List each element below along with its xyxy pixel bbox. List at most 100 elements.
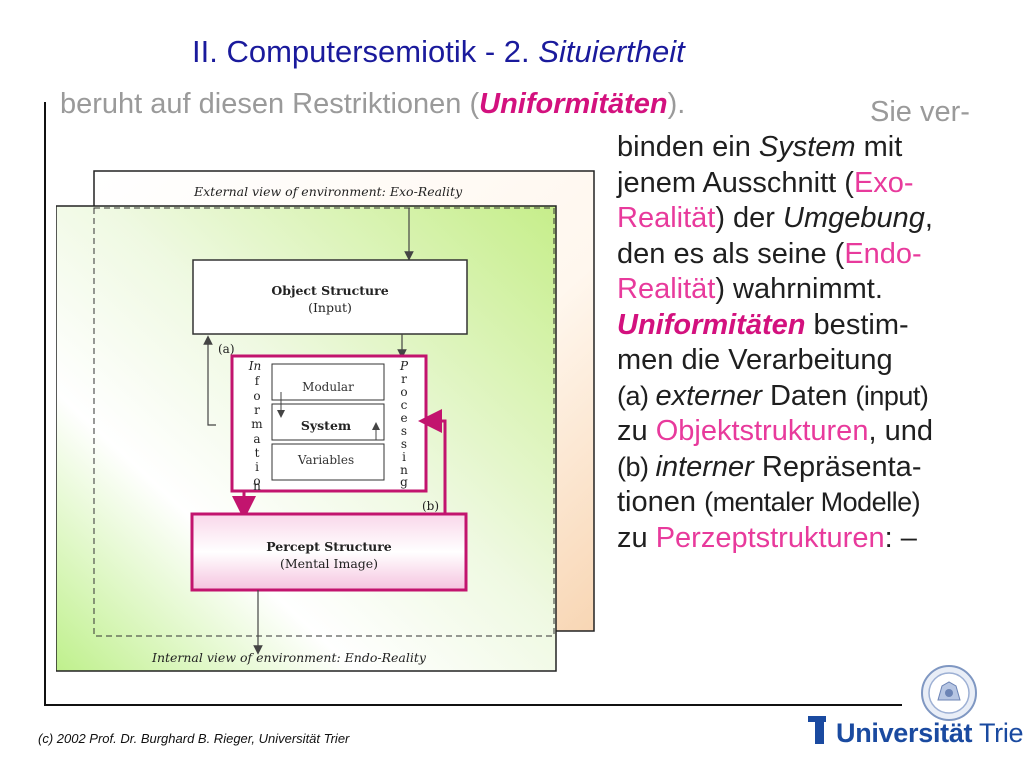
text: Objektstrukturen <box>655 415 869 447</box>
text: Umgebung <box>783 202 925 234</box>
frame-left-rule <box>44 102 46 706</box>
university-logo-icon <box>808 716 826 744</box>
text: (mentaler Modelle) <box>704 487 921 517</box>
para-line-1: binden ein System mit <box>617 130 1022 166</box>
title-italic: Situiertheit <box>538 34 685 69</box>
text: tionen <box>617 486 705 518</box>
text: Endo- <box>844 237 922 270</box>
info-letter: a <box>253 432 260 446</box>
text: jenem Ausschnitt ( <box>617 166 854 199</box>
para-line-5: Realität) wahrnimmt. <box>617 272 1022 308</box>
text: System <box>758 131 856 163</box>
para-line-8: (a) externer Daten (input) <box>617 379 1022 415</box>
body-paragraph: binden ein System mit jenem Ausschnitt (… <box>617 130 1022 556</box>
para-line-11: tionen (mentaler Modelle) <box>617 485 1022 521</box>
info-letter: o <box>253 474 260 488</box>
text: Repräsenta- <box>753 450 922 483</box>
text: (a) <box>617 380 656 411</box>
label-b: (b) <box>422 499 439 513</box>
text: (b) <box>617 451 656 482</box>
text: Realität <box>617 273 716 305</box>
info-letter: n <box>253 479 261 493</box>
info-letter: m <box>251 417 263 431</box>
university-seal-icon <box>921 665 977 721</box>
system-box <box>271 403 385 441</box>
slide-title: II. Computersemiotik - 2. Situiertheit <box>192 34 685 70</box>
intro-highlight: Uniformitäten <box>479 88 668 120</box>
para-line-4: den es als seine (Endo- <box>617 237 1022 273</box>
text: (input) <box>855 380 929 411</box>
info-letter: t <box>255 446 260 460</box>
text: mit <box>855 131 903 163</box>
para-line-9: zu Objektstrukturen, und <box>617 414 1022 450</box>
footer-copyright: (c) 2002 Prof. Dr. Burghard B. Rieger, U… <box>38 731 350 746</box>
label-a: (a) <box>218 342 235 356</box>
proc-letter: r <box>401 372 407 386</box>
situiertheit-diagram: External view of environment: Exo-Realit… <box>56 170 595 672</box>
para-line-7: men die Verarbeitung <box>617 344 893 376</box>
modular-box <box>271 363 385 401</box>
text: Realität <box>617 202 716 234</box>
frame-bottom-rule <box>44 704 902 706</box>
object-structure-title: Object Structure <box>271 283 388 298</box>
dashed-boundary <box>93 207 555 637</box>
intro-line: beruht auf diesen Restriktionen (Uniform… <box>60 88 970 128</box>
proc-letter: g <box>400 475 408 489</box>
proc-letter: i <box>402 450 406 464</box>
variables-label: Variables <box>297 453 354 467</box>
object-structure-box <box>192 259 468 335</box>
university-wordmark: Universität Trier <box>836 718 1024 749</box>
text: ) der <box>715 202 784 234</box>
text: binden ein <box>617 131 759 163</box>
info-letter: i <box>255 460 259 474</box>
percept-structure-sub: (Mental Image) <box>280 556 378 571</box>
text: Daten <box>761 379 856 412</box>
text: : – <box>884 521 917 554</box>
info-letter: f <box>255 374 261 388</box>
trier-word: Trier <box>978 718 1024 748</box>
proc-letter: n <box>400 463 408 477</box>
para-line-10: (b) interner Repräsenta- <box>617 450 1022 486</box>
info-letter: In <box>248 359 261 373</box>
para-line-3: Realität) der Umgebung, <box>617 201 1022 237</box>
proc-letter: P <box>399 359 409 373</box>
endo-label: Internal view of environment: Endo-Reali… <box>151 650 427 665</box>
processing-letters: P r o c e s s i n g <box>399 359 409 489</box>
text: zu <box>617 521 656 554</box>
proc-letter: o <box>400 385 407 399</box>
text: Exo- <box>853 166 914 199</box>
text: , und <box>868 415 933 447</box>
information-letters: In f o r m a t i o n <box>248 359 264 493</box>
university-word: Universität <box>836 718 973 748</box>
text: Uniformitäten <box>617 308 806 341</box>
proc-letter: s <box>401 424 407 438</box>
text: externer <box>655 379 762 412</box>
system-label: System <box>301 418 351 433</box>
proc-letter: s <box>401 437 407 451</box>
text: , <box>924 202 933 234</box>
percept-structure-title: Percept Structure <box>266 539 392 554</box>
para-line-6: Uniformitäten bestim- <box>617 308 1022 344</box>
para-line-2: jenem Ausschnitt (Exo- <box>617 166 1022 202</box>
para-line-12: zu Perzeptstrukturen: – <box>617 521 1022 557</box>
percept-structure-box <box>190 512 468 592</box>
proc-letter: c <box>401 398 408 412</box>
arrow-a-path <box>203 335 216 426</box>
intro-before: beruht auf diesen Restriktionen ( <box>60 88 480 120</box>
proc-letter: e <box>400 411 407 425</box>
intro-tail: Sie ver- <box>870 96 970 128</box>
info-letter: r <box>254 403 260 417</box>
exo-label: External view of environment: Exo-Realit… <box>193 184 463 199</box>
modular-label: Modular <box>302 380 354 394</box>
text: Perzeptstrukturen <box>655 521 885 554</box>
text: zu <box>617 415 656 447</box>
text: bestim- <box>805 308 909 341</box>
title-main: II. Computersemiotik - 2. <box>192 34 539 69</box>
intro-after: ). <box>667 88 686 120</box>
variables-box <box>271 443 385 481</box>
text: interner <box>655 450 754 483</box>
text: den es als seine ( <box>617 237 845 270</box>
object-structure-sub: (Input) <box>308 300 352 315</box>
info-letter: o <box>253 389 260 403</box>
text: ) wahrnimmt. <box>715 273 883 305</box>
